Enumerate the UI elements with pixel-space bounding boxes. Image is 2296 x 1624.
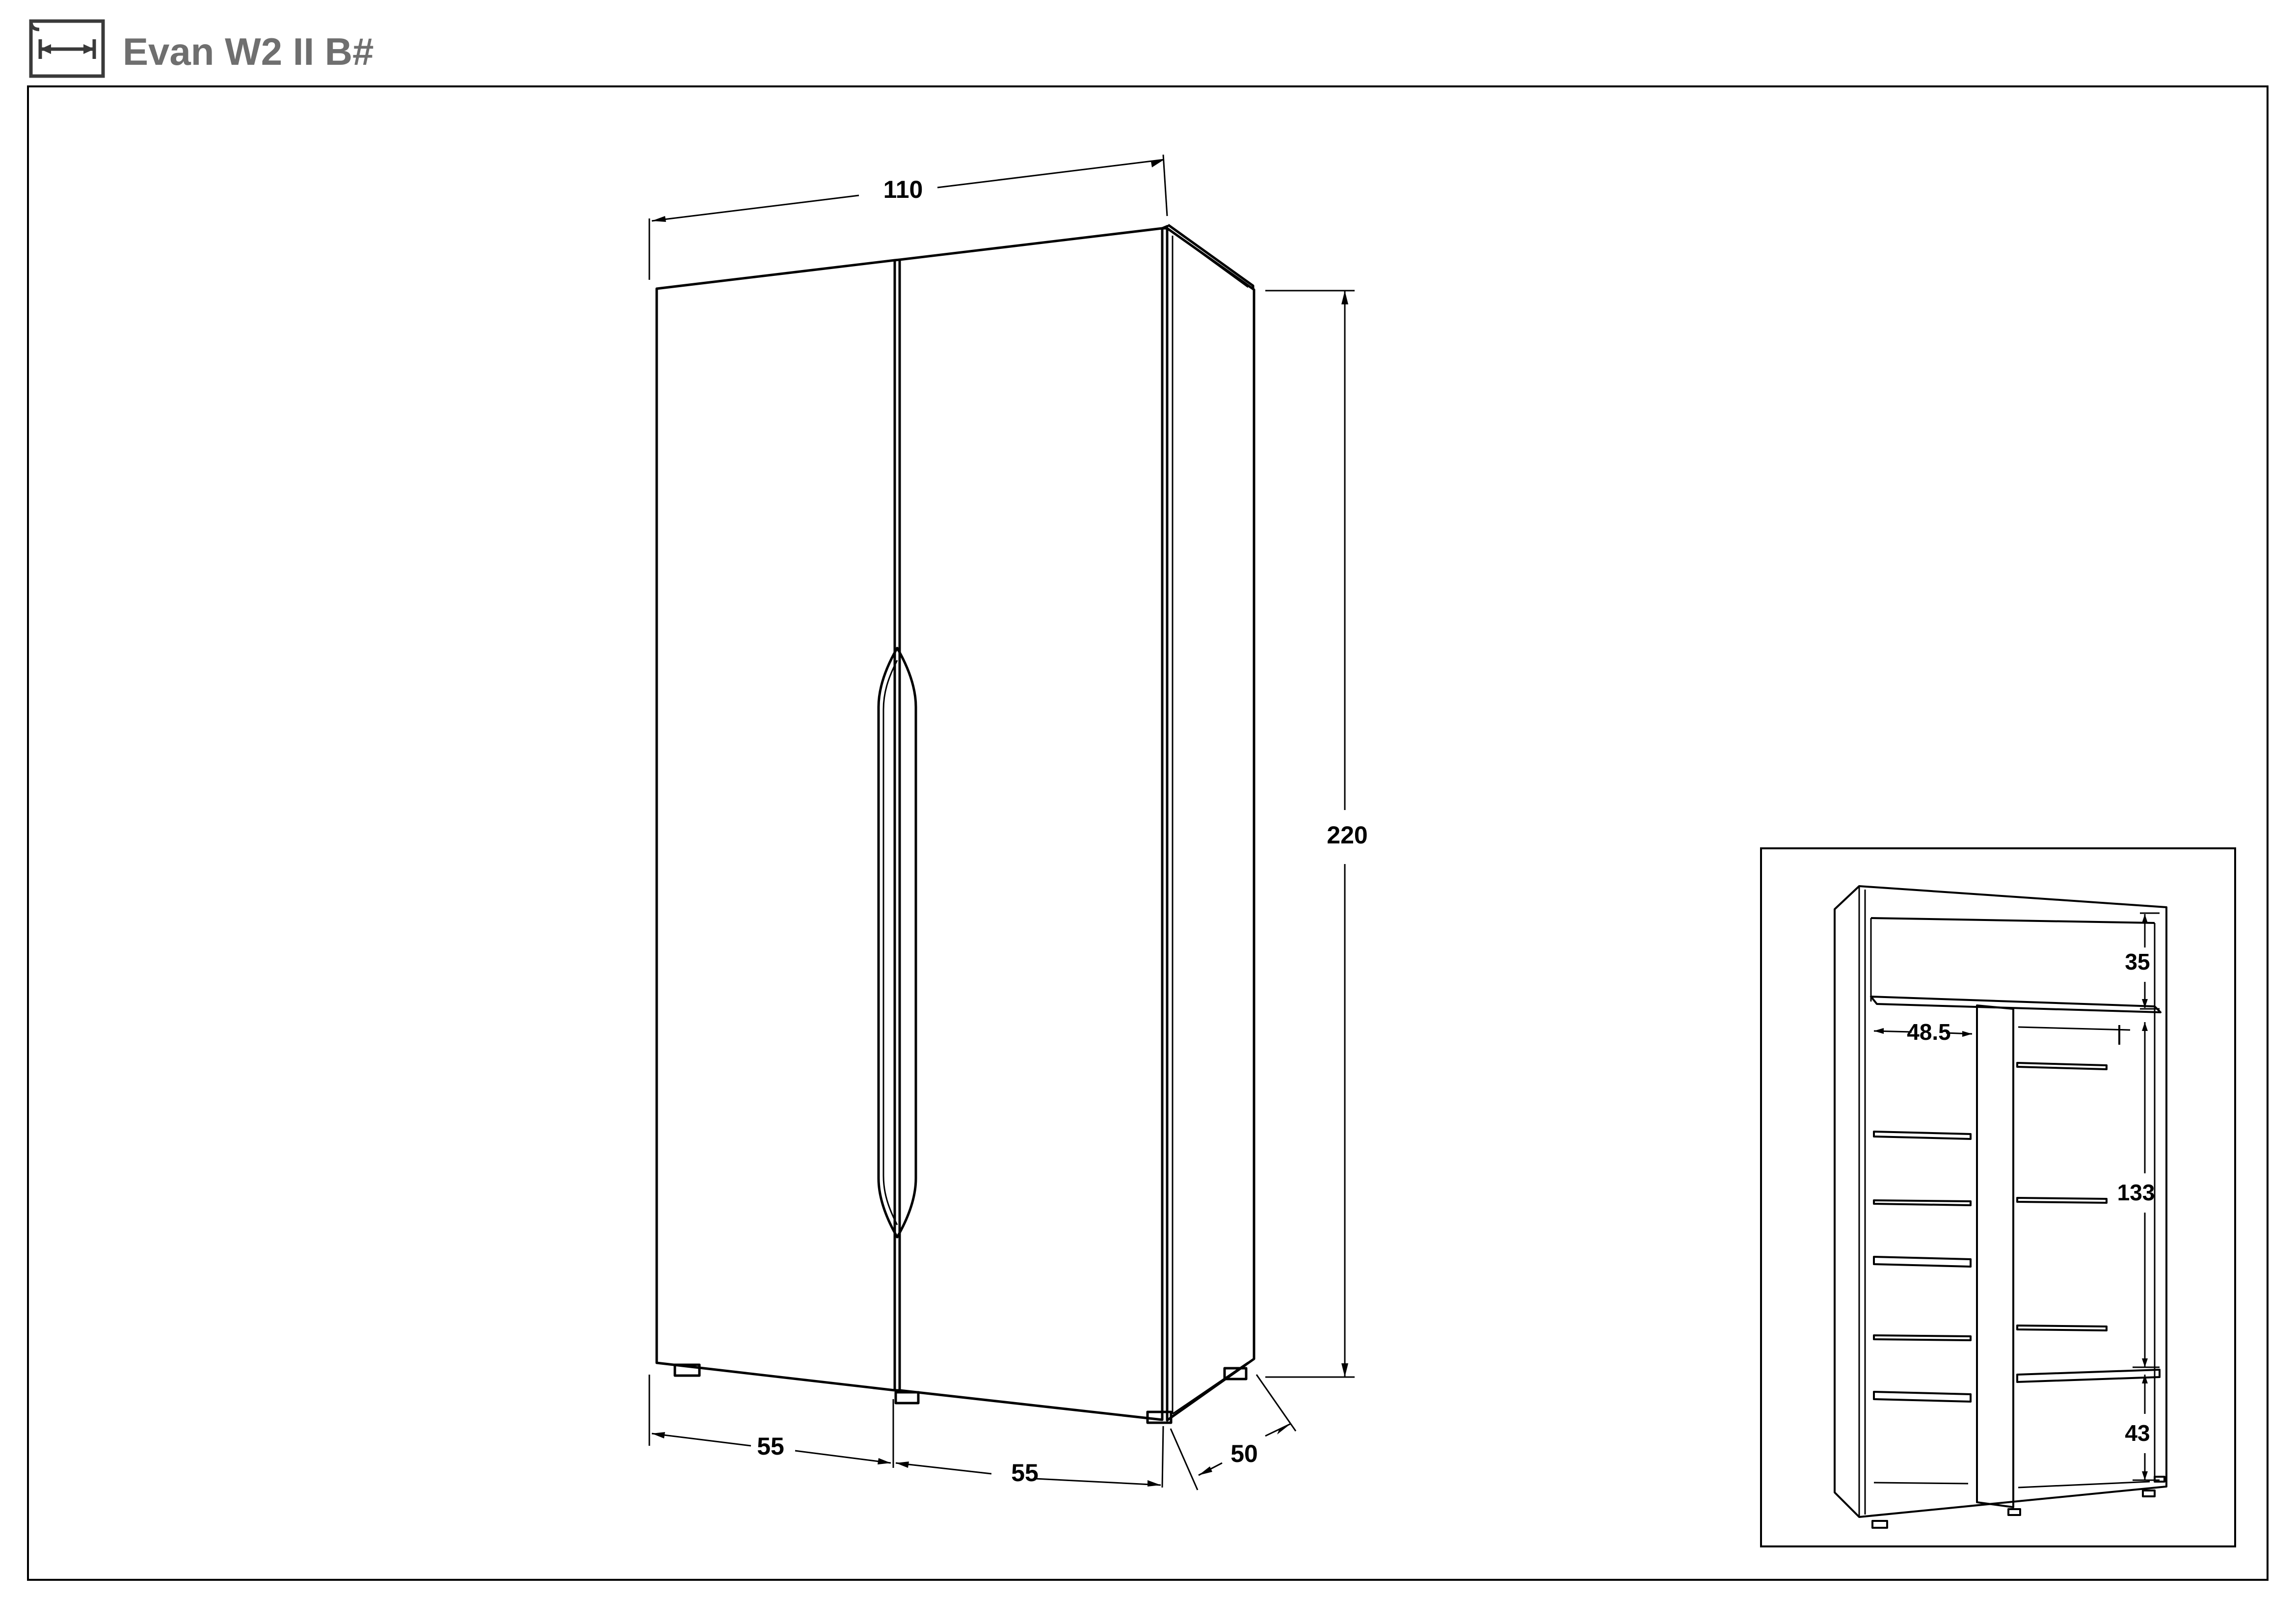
foot bbox=[673, 1363, 701, 1377]
dimensions-icon bbox=[29, 19, 105, 78]
left-door bbox=[655, 259, 896, 1392]
width-label: 110 bbox=[883, 176, 923, 203]
main-arrowheads bbox=[652, 160, 1348, 1487]
door-right-width-label: 55 bbox=[1011, 1459, 1039, 1487]
foot bbox=[894, 1391, 920, 1405]
depth-label: 50 bbox=[1230, 1440, 1258, 1467]
wardrobe-main-view bbox=[655, 223, 1255, 1424]
handle-groove bbox=[877, 647, 917, 1239]
inset-arrowheads bbox=[1874, 914, 2148, 1480]
side-panel bbox=[1166, 227, 1255, 1422]
foot bbox=[1146, 1410, 1173, 1424]
hanging-height-label: 133 bbox=[2117, 1180, 2155, 1205]
height-label: 220 bbox=[1327, 821, 1367, 849]
main-dimension-lines bbox=[648, 154, 1355, 1490]
wardrobe-interior-view bbox=[1834, 885, 2167, 1529]
shelf-width-label: 48.5 bbox=[1907, 1019, 1951, 1045]
bottom-compartment-label: 43 bbox=[2125, 1420, 2150, 1446]
foot bbox=[1223, 1367, 1248, 1380]
page-title: Evan W2 II B# bbox=[123, 30, 374, 73]
right-door bbox=[898, 227, 1164, 1421]
inset-frame bbox=[1760, 847, 2236, 1547]
top-compartment-label: 35 bbox=[2125, 949, 2150, 974]
door-left-width-label: 55 bbox=[757, 1433, 784, 1460]
drawing-frame bbox=[27, 85, 2269, 1581]
